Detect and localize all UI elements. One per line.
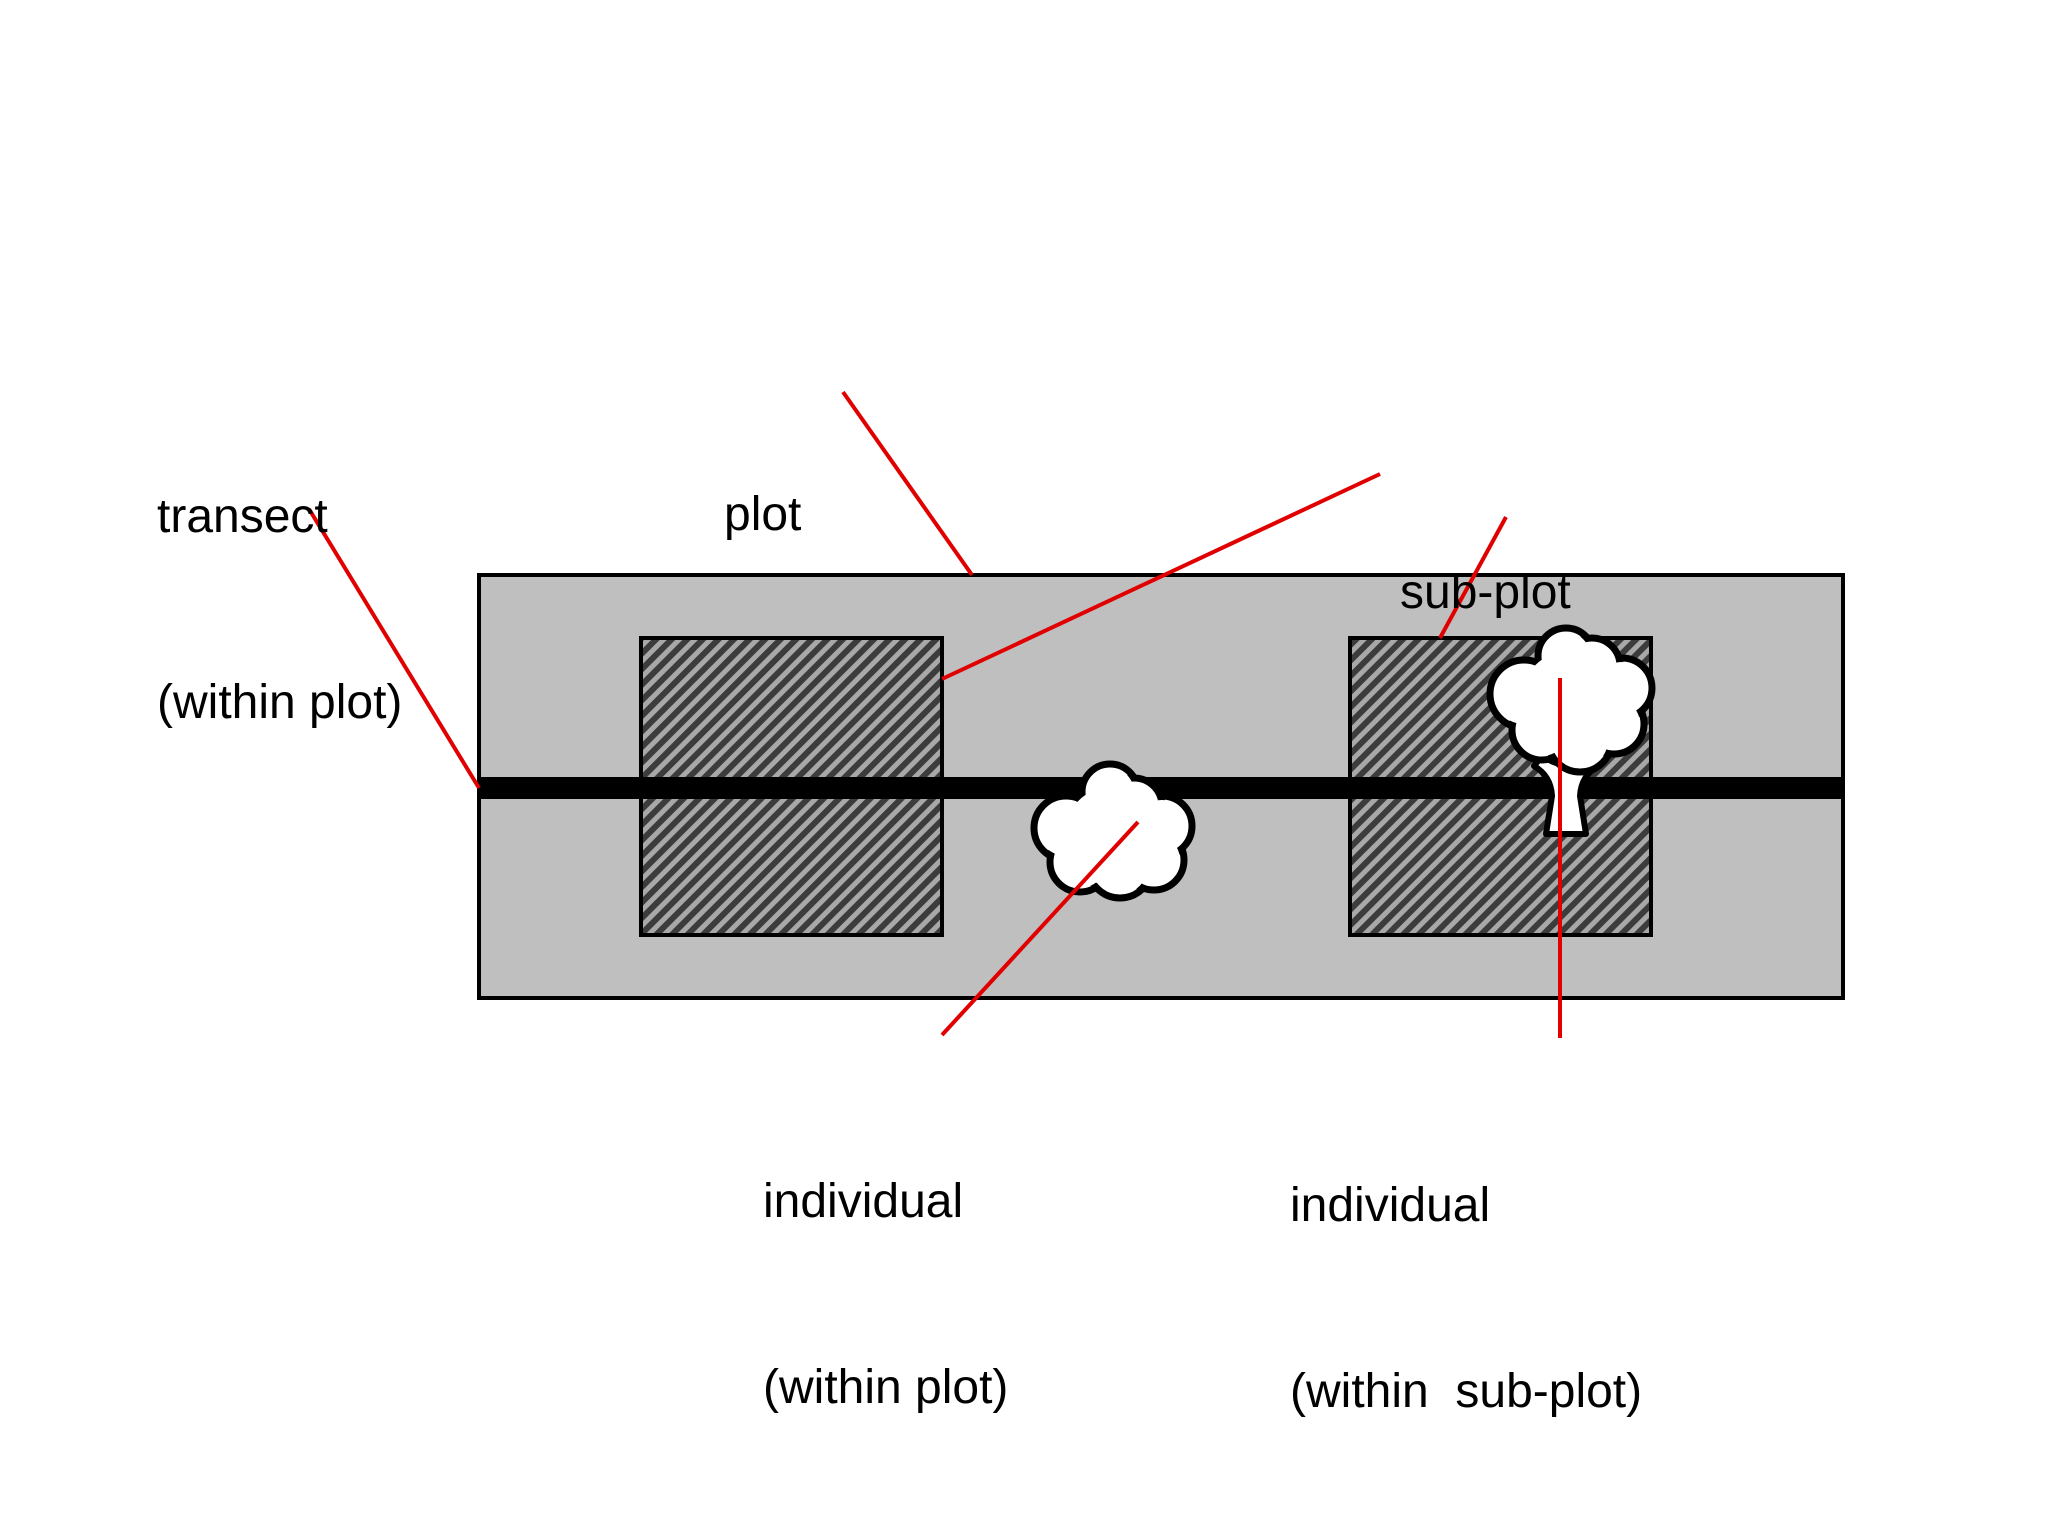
label-individual-sub-plot-line-2: (within sub-plot) (1290, 1365, 1643, 1418)
label-individual-plot-line-1: individual (763, 1175, 964, 1228)
label-sub-plot: sub-plot (1400, 438, 1571, 686)
label-transect-line-1: transect (157, 490, 328, 543)
tree-icon (1486, 624, 1656, 837)
label-sub-plot-line-1: sub-plot (1400, 566, 1571, 619)
leader-line-sub-plot-right (1438, 516, 1508, 639)
transect-line (479, 777, 1845, 799)
leader-line-transect (307, 507, 481, 790)
label-individual-sub-plot-line-1: individual (1290, 1179, 1491, 1232)
label-plot: plot (724, 360, 801, 608)
leader-line-individual-plot (940, 820, 1140, 1037)
label-transect: transect (within plot) (157, 362, 402, 796)
label-plot-line-1: plot (724, 488, 802, 541)
leader-line-plot (841, 390, 974, 577)
label-individual-within-sub-plot: individual (within sub-plot) (1290, 1051, 1642, 1485)
leader-line-sub-plot-left (941, 472, 1381, 681)
label-individual-within-plot: individual (within plot) (763, 1047, 1008, 1481)
label-transect-line-2: (within plot) (157, 676, 403, 729)
tree-icon (1030, 760, 1196, 902)
label-individual-plot-line-2: (within plot) (763, 1361, 1009, 1414)
